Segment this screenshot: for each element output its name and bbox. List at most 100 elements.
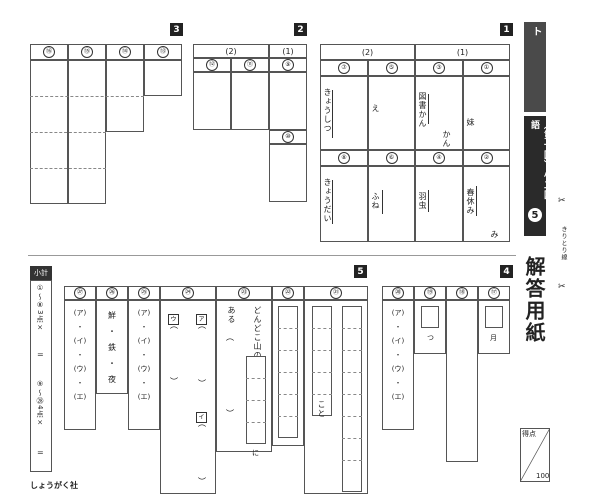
s1-q4-answer[interactable] <box>415 166 463 242</box>
section5-number: 5 <box>354 265 367 278</box>
test-number: 5 <box>531 209 539 221</box>
section1-number: 1 <box>500 23 513 36</box>
s5-q22-divider <box>278 372 298 373</box>
s5-q26-words: 鮮・鉄・夜 <box>108 311 116 384</box>
s1-q2-answer[interactable] <box>463 166 510 242</box>
s5-q23-paren-1: ︵ <box>226 333 234 342</box>
section2-number: 2 <box>294 23 307 36</box>
subtotal-header: 小計 <box>30 266 52 280</box>
section1-group-1: (1) <box>415 44 510 60</box>
s3-q16-no: ⑯ <box>30 44 68 60</box>
s5-q24-answer[interactable] <box>160 300 216 494</box>
s1-q5-no: ⑤ <box>368 60 415 76</box>
s5-q21-divider <box>312 372 332 373</box>
test-number-badge: 5 <box>528 208 542 222</box>
s5-q21-divider <box>312 328 332 329</box>
score-max: 100 <box>536 472 550 480</box>
s5-q27-no: ㉗ <box>64 286 96 300</box>
s3-q13-answer[interactable] <box>144 60 182 96</box>
s4-q18-no: ⑱ <box>446 286 478 300</box>
s2-q12-no: ⑫ <box>193 58 231 72</box>
s5-q23-divider <box>246 422 266 423</box>
s1-q5-answer[interactable] <box>368 76 415 150</box>
subtotal-line2: ⑨〜㉘4点× <box>36 380 44 428</box>
subtotal-line1: ①〜⑧3点× <box>36 284 44 333</box>
s2-q10-answer[interactable] <box>269 144 307 202</box>
score-box <box>520 428 550 482</box>
score-diagonal <box>520 428 550 482</box>
s5-q27-answer[interactable] <box>64 300 96 430</box>
section4-number: 4 <box>500 265 513 278</box>
s4-q20-answer[interactable] <box>382 300 414 430</box>
s1-q8-underline <box>332 180 333 224</box>
s1-q7-text: きょうしつ <box>323 88 332 133</box>
s2-q9-answer[interactable] <box>269 72 307 130</box>
s5-q23-aru: ある <box>227 306 236 324</box>
test-title: 最レベ学力テスト <box>530 26 556 103</box>
s5-q21-divider <box>342 460 362 461</box>
s1-q6-underline <box>382 190 383 214</box>
s1-q6-answer[interactable] <box>368 166 415 242</box>
separator-line <box>28 255 516 256</box>
subtotal-eq2: = <box>37 448 44 457</box>
s2-q12-answer[interactable] <box>193 72 231 130</box>
s1-q5-text: え <box>371 104 380 113</box>
s5-q24-box-u: ウ <box>168 306 179 325</box>
s5-q24-paren-4: ︶ <box>198 379 206 388</box>
test-subtitle: （第一回）小二国語 <box>529 120 552 200</box>
publisher-logo: しょうがく社 <box>30 481 78 490</box>
s1-q7-answer[interactable] <box>320 76 368 150</box>
s5-q21-grid-left[interactable] <box>312 306 332 416</box>
s4-q19-inner-box[interactable] <box>421 306 439 328</box>
s1-q4-text: 羽虫 <box>418 192 427 210</box>
s2-q10-no: ⑩ <box>269 130 307 144</box>
s3-divider <box>30 168 106 169</box>
s5-q24-paren-1: ︵ <box>170 321 178 330</box>
s1-q8-answer[interactable] <box>320 166 368 242</box>
answer-sheet-label: 解答用紙 <box>522 256 546 344</box>
s1-q2-no: ② <box>463 150 510 166</box>
s5-q21-no: ㉑ <box>304 286 368 300</box>
s2-q9-no: ⑨ <box>269 58 307 72</box>
s1-q7-underline <box>332 90 333 138</box>
s5-q21-divider <box>312 394 332 395</box>
s5-q24-paren-3: ︵ <box>198 321 206 330</box>
s2-q11-answer[interactable] <box>231 72 269 130</box>
s1-q4-no: ④ <box>415 150 463 166</box>
s5-q24-paren-2: ︶ <box>170 377 178 386</box>
s4-q19-tsu: つ <box>427 334 434 342</box>
section2-group-2: (2) <box>193 44 269 58</box>
s1-q3-no: ③ <box>415 60 463 76</box>
s5-q24-box-i: イ <box>196 404 207 423</box>
s5-q26-no: ㉖ <box>96 286 128 300</box>
s1-q2-text: 春休み <box>466 188 475 215</box>
s1-q6-no: ⑥ <box>368 150 415 166</box>
s4-q17-tsuki: 月 <box>490 334 497 342</box>
s5-q24-no: ㉔ <box>160 286 216 300</box>
s5-q22-divider <box>278 350 298 351</box>
scissors-icon-bottom: ✂ <box>558 282 566 292</box>
s4-q18-answer[interactable] <box>446 300 478 462</box>
s3-divider <box>30 132 106 133</box>
s1-q3-answer[interactable] <box>415 76 463 150</box>
s5-q27-choices: (ア)・(イ)・(ウ)・(エ) <box>73 309 87 401</box>
s1-q2-extra: み <box>490 230 499 239</box>
s5-q21-divider <box>342 350 362 351</box>
subtotal-eq1: = <box>37 350 44 359</box>
s1-q1-no: ① <box>463 60 510 76</box>
s5-q21-divider <box>342 416 362 417</box>
s3-q15-no: ⑮ <box>68 44 106 60</box>
s5-q21-divider <box>312 350 332 351</box>
section3-number: 3 <box>170 23 183 36</box>
s1-q1-answer[interactable] <box>463 76 510 150</box>
s5-q26-answer[interactable] <box>96 300 128 394</box>
s5-q25-answer[interactable] <box>128 300 160 430</box>
s5-q21-grid-right[interactable] <box>342 306 362 492</box>
s5-q22-divider <box>278 394 298 395</box>
s4-q17-inner-box[interactable] <box>485 306 503 328</box>
title-strip <box>524 22 546 112</box>
s5-q23-no: ㉓ <box>216 286 272 300</box>
s5-q23-paren-2: ︶ <box>226 409 234 418</box>
s3-divider <box>30 96 144 97</box>
s1-q3-text: 図書かん <box>418 92 427 128</box>
